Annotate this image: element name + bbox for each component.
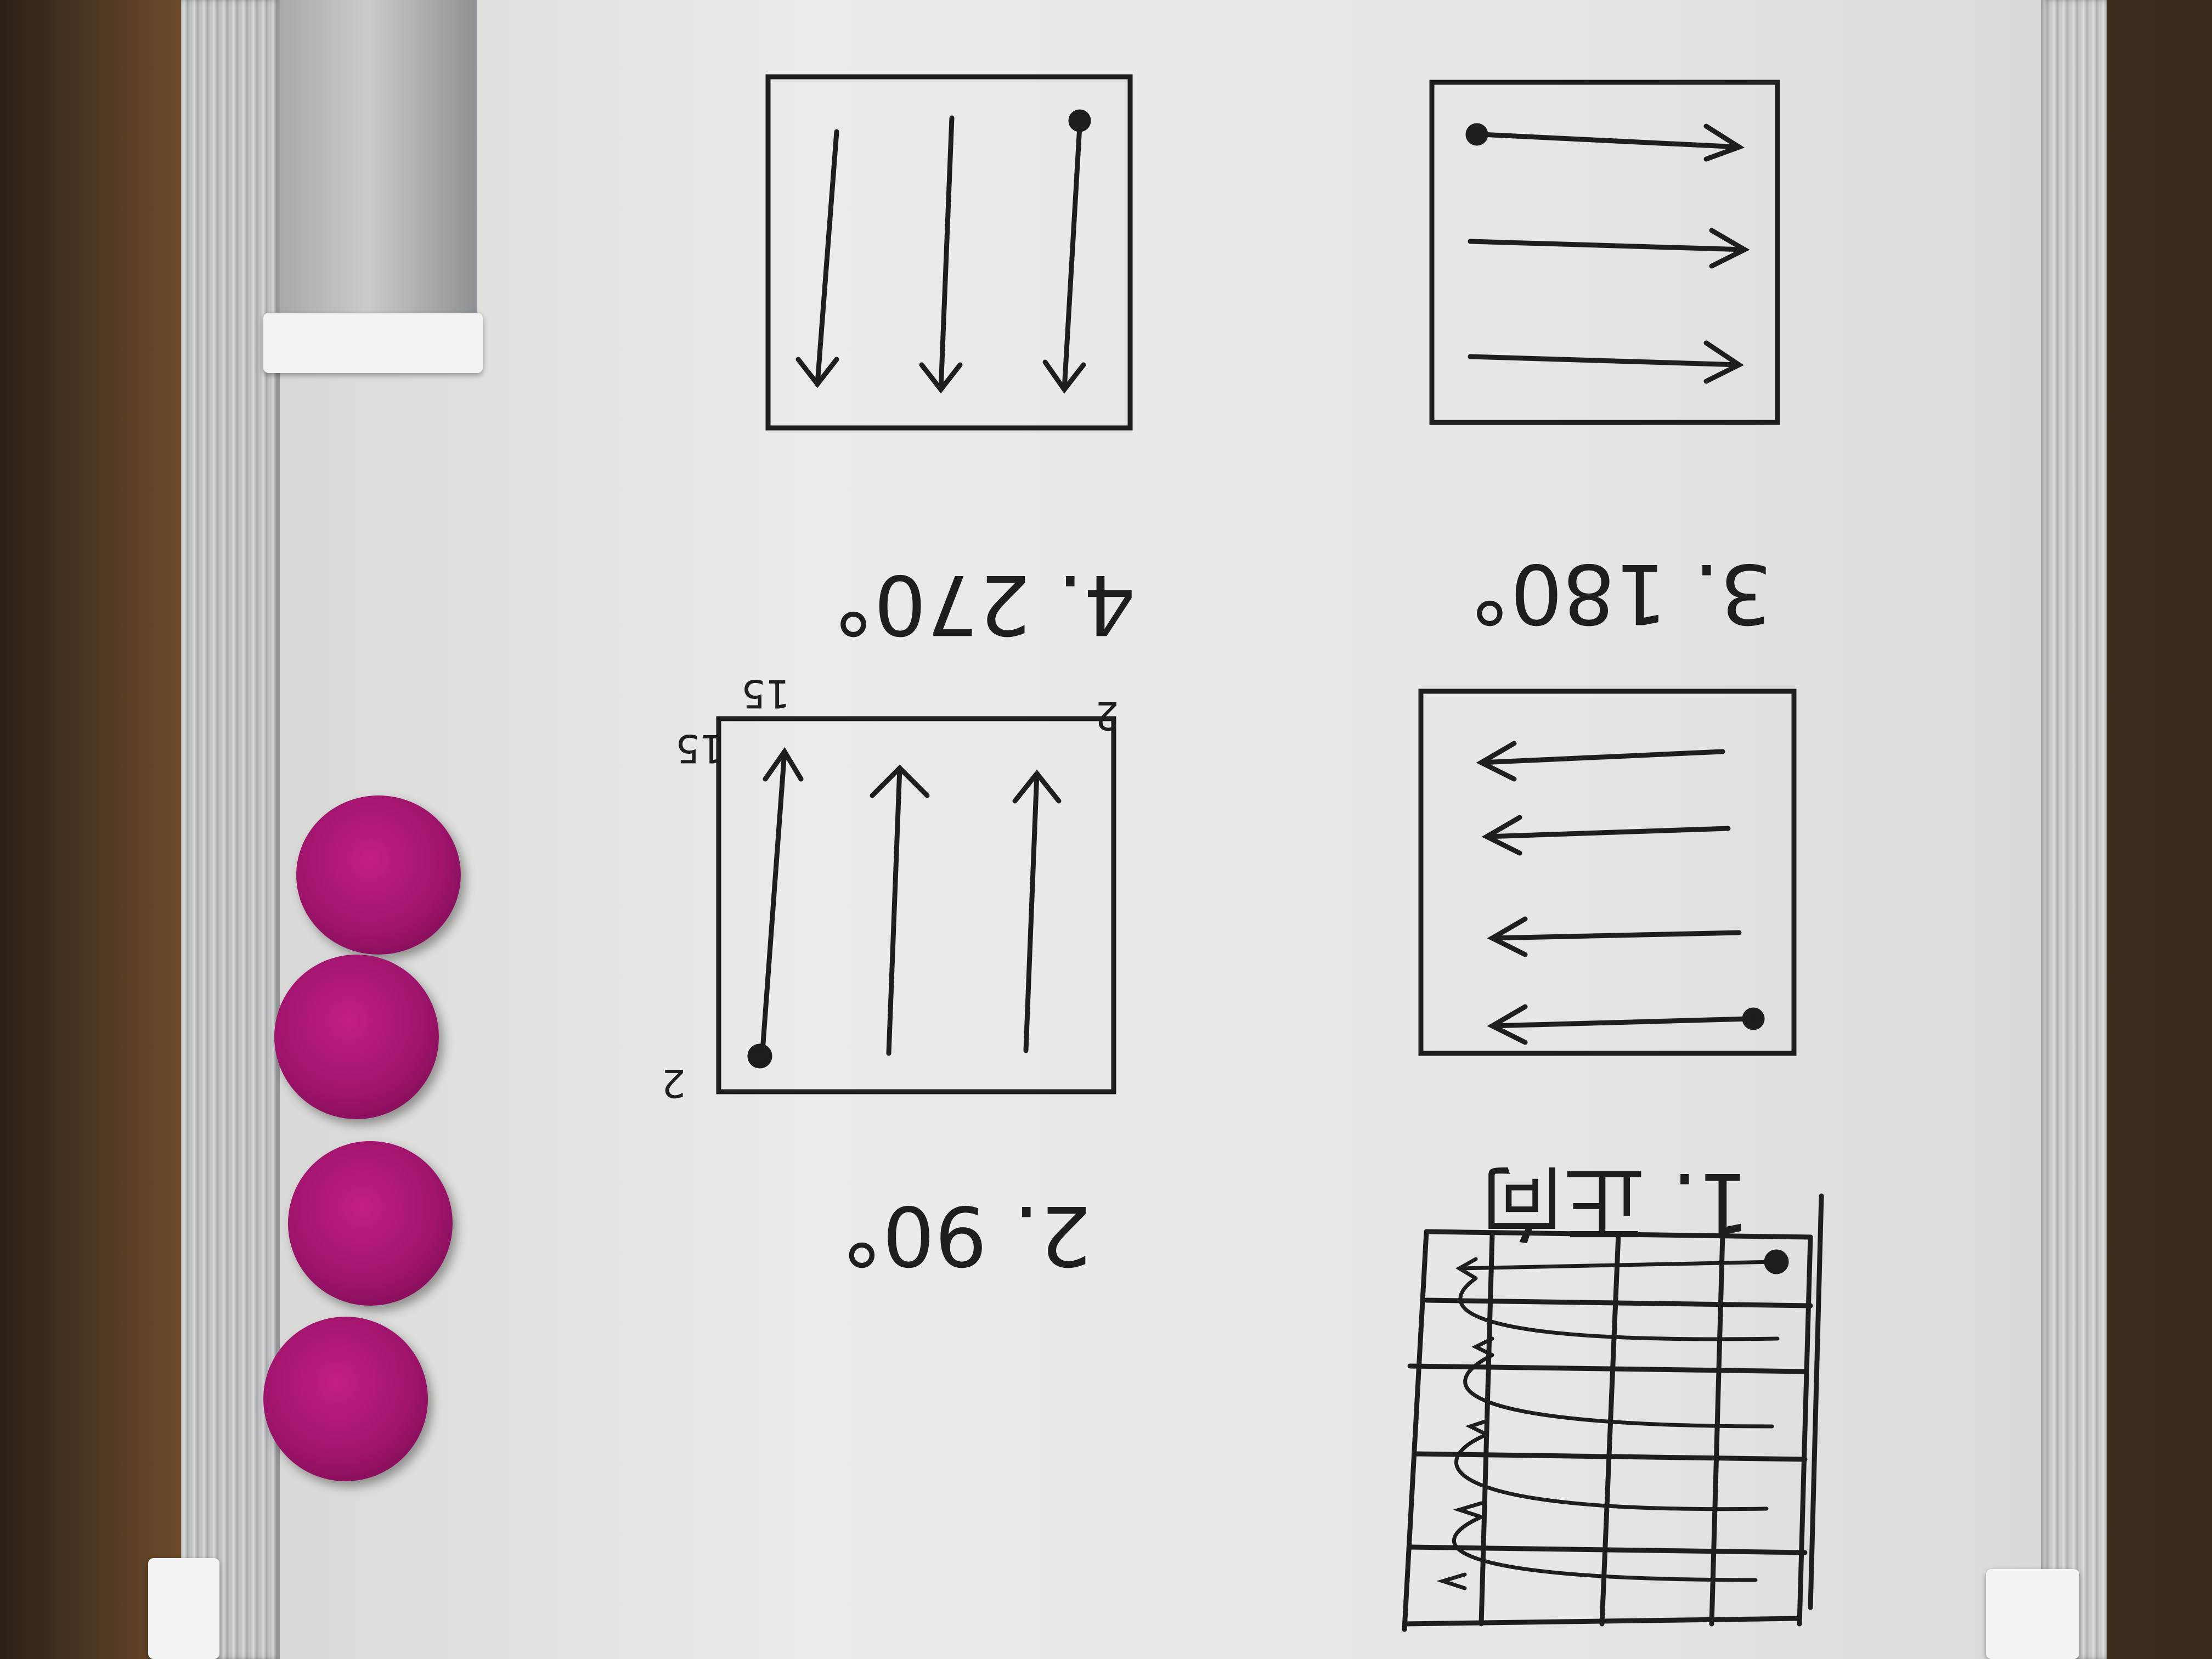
scan-arrow [938, 115, 955, 392]
scan-arrow [1479, 132, 1742, 150]
magnet [296, 795, 461, 955]
corner-label: 2 [661, 1060, 686, 1105]
scan-arrow [1479, 749, 1725, 765]
zigzag-scan-path [1436, 1257, 1780, 1590]
magnet [263, 1317, 428, 1481]
scan-arrow [1489, 1016, 1753, 1029]
arrowhead [1012, 769, 1062, 804]
arrowhead [1703, 340, 1744, 384]
grid-line [1424, 1297, 1813, 1308]
corner-label: 15 [741, 671, 790, 716]
diagram-frame [1418, 689, 1797, 1056]
diagram-270 [765, 74, 1133, 431]
arrowhead [919, 362, 963, 394]
start-dot [747, 1043, 772, 1069]
frame-corner-clip [263, 313, 483, 373]
scan-arrow [1489, 930, 1742, 941]
caption-270: 4. 270° [833, 556, 1136, 652]
whiteboard-frame-left [181, 0, 280, 1659]
scan-arrow [1023, 771, 1040, 1053]
arrowhead [1487, 916, 1528, 957]
grid-line [1808, 1193, 1824, 1610]
grid-line [1402, 1229, 1429, 1632]
grid-line [1599, 1232, 1621, 1627]
scan-arrow [1484, 826, 1731, 839]
magnet [288, 1141, 453, 1306]
arrowhead [1709, 228, 1750, 269]
corner-label: 2 [1094, 693, 1119, 738]
frame-corner-clip [148, 1558, 219, 1659]
corner-label: 15 [675, 726, 724, 771]
grid-line [1413, 1451, 1808, 1462]
scan-arrow [1062, 123, 1082, 392]
grid-line [1797, 1234, 1813, 1627]
diagram-frame [1429, 80, 1780, 425]
grid-line [1407, 1544, 1808, 1555]
grid-diagram [1402, 1193, 1824, 1632]
scan-arrow [886, 765, 902, 1056]
arrowhead [763, 747, 804, 782]
magnet [274, 955, 439, 1119]
diagram-frame [765, 74, 1133, 431]
frame-corner-clip [1986, 1569, 2079, 1659]
arrowhead [1703, 123, 1745, 162]
arrowhead [1481, 815, 1522, 856]
diagram-180 [1429, 80, 1780, 425]
caption-90: 2. 90° [841, 1187, 1092, 1283]
diagram-90 [716, 716, 1116, 1094]
arrowhead [795, 357, 839, 388]
marker-tray [258, 0, 477, 329]
scan-arrow [1468, 239, 1747, 252]
whiteboard-frame-right [2041, 0, 2107, 1659]
arrowhead [870, 764, 930, 798]
diagram-frame [716, 716, 1116, 1094]
arrowhead [1042, 359, 1086, 394]
grid-line [1479, 1232, 1495, 1627]
caption-forward: 1. 正向 [1481, 1154, 1750, 1250]
caption-180: 3. 180° [1469, 545, 1772, 641]
scan-arrow [815, 129, 839, 387]
scan-arrow [760, 749, 787, 1053]
grid-line [1709, 1232, 1725, 1627]
diagram-forward [1418, 689, 1797, 1056]
arrowhead [1476, 741, 1517, 782]
arrowhead [1487, 1004, 1528, 1045]
scan-arrow [1468, 354, 1742, 368]
